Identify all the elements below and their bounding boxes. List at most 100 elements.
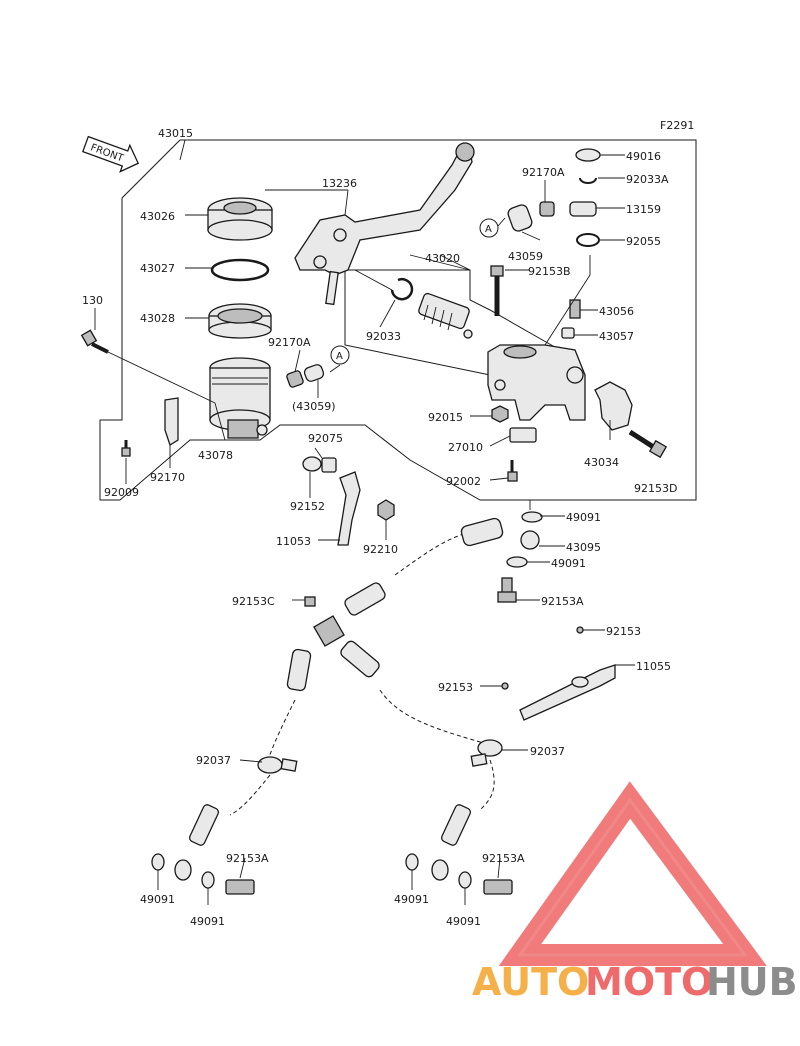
callout-label: 92015 [428, 411, 463, 424]
bolt-92153-mid [501, 682, 509, 690]
callout-label: 43015 [158, 127, 193, 140]
leader-lines [94, 139, 635, 905]
hose-clamp-top [539, 201, 555, 217]
reservoir-bracket [164, 397, 179, 446]
callout-label: 49091 [566, 511, 601, 524]
washer-ll2 [201, 871, 215, 889]
master-cylinder-body [487, 344, 586, 421]
callout-label: 92033A [626, 173, 669, 186]
washer-rl1 [405, 853, 419, 871]
oring-92055 [576, 233, 600, 247]
callout-label: 92170 [150, 471, 185, 484]
assembly-frame [99, 139, 697, 501]
banjo-bolt-left [225, 879, 255, 895]
callout-label: 92002 [446, 475, 481, 488]
callout-label: 92170A [268, 336, 311, 349]
ref-circle-top [479, 218, 499, 238]
figure-code: F2291 [660, 119, 694, 132]
bleeder-valve [569, 299, 581, 319]
callout-label: 11053 [276, 535, 311, 548]
screw-92002 [507, 460, 518, 482]
callout-label: 92153D [634, 482, 677, 495]
watermark-part3: HUB [706, 960, 798, 1004]
callout-label: 43078 [198, 449, 233, 462]
callout-label: 92153A [482, 852, 525, 865]
bolt-92153-top [576, 626, 584, 634]
callout-label: 43026 [140, 210, 175, 223]
brake-switch [509, 427, 537, 443]
bolt-92153A-mid [497, 577, 517, 603]
callout-label: 49091 [446, 915, 481, 928]
screw-92009 [121, 440, 131, 457]
callout-label: 43095 [566, 541, 601, 554]
callout-label: 49091 [551, 557, 586, 570]
callout-label: 43028 [140, 312, 175, 325]
banjo-bolt-right [483, 879, 513, 895]
nut-92015 [491, 405, 509, 423]
watermark: AUTO MOTO HUB [472, 781, 798, 1004]
callout-label: 43056 [599, 305, 634, 318]
washer-92152 [302, 456, 322, 472]
washer-rl2 [458, 871, 472, 889]
callout-label: 92153 [606, 625, 641, 638]
callout-label: 92009 [104, 486, 139, 499]
reservoir-diaphragm [208, 303, 272, 339]
collar-92075 [321, 457, 337, 473]
washer-ll1 [151, 853, 165, 871]
ref-marker-a-left: A [336, 351, 343, 362]
callout-label: 92153A [226, 852, 269, 865]
callout-label: 92152 [290, 500, 325, 513]
callout-label: 43020 [425, 252, 460, 265]
callout-label: 11055 [636, 660, 671, 673]
washer-49091-a [521, 511, 543, 523]
washer-49091-b [506, 556, 528, 568]
callout-label: 43059 [508, 250, 543, 263]
callout-label: 43057 [599, 330, 634, 343]
callout-label: 92033 [366, 330, 401, 343]
hose-bracket-11055 [519, 664, 616, 721]
ref-marker-a-top: A [485, 224, 492, 235]
hose-fitting-13159 [569, 201, 597, 217]
callout-label: 92170A [522, 166, 565, 179]
callout-label: 130 [82, 294, 103, 307]
bolt-92153B [490, 265, 504, 316]
callout-label: 43027 [140, 262, 175, 275]
hose-clamp-left [286, 370, 304, 388]
watermark-part1: AUTO [472, 960, 589, 1004]
piston-assembly [418, 292, 473, 339]
callout-labels: 43015 43026 43027 43028 130 92170A 92170… [82, 127, 677, 928]
watermark-part2: MOTO [585, 960, 713, 1004]
callout-label: 92153A [541, 595, 584, 608]
callout-label: 92153B [528, 265, 571, 278]
hose-short-left [303, 364, 325, 382]
handlebar-clamp [594, 381, 633, 431]
callout-label: 13236 [322, 177, 357, 190]
watermark-logo-icon [498, 781, 767, 966]
callout-label: 49016 [626, 150, 661, 163]
callout-label: (43059) [292, 400, 336, 413]
callout-label: 92153C [232, 595, 275, 608]
ref-circle-left [330, 345, 350, 365]
bolt-92153C [304, 596, 316, 607]
bracket-11053 [337, 471, 361, 546]
hose-short-top [507, 204, 533, 232]
callout-label: 27010 [448, 441, 483, 454]
callout-label: 92153 [438, 681, 473, 694]
callout-label: 49091 [190, 915, 225, 928]
brake-hose-assembly [174, 517, 540, 881]
nut-92210 [377, 499, 395, 521]
callout-label: 13159 [626, 203, 661, 216]
callout-label: 92075 [308, 432, 343, 445]
callout-label: 92037 [530, 745, 565, 758]
reservoir-body [209, 357, 271, 439]
circlip-92033 [390, 277, 414, 301]
callout-label: 92210 [363, 543, 398, 556]
reservoir-cap [207, 197, 273, 241]
bleeder-cap [561, 327, 575, 339]
bolt-130 [80, 329, 109, 354]
grommet-49016 [575, 148, 601, 162]
callout-label: 49091 [140, 893, 175, 906]
callout-label: 49091 [394, 893, 429, 906]
front-arrow-icon: FRONT [81, 135, 140, 173]
